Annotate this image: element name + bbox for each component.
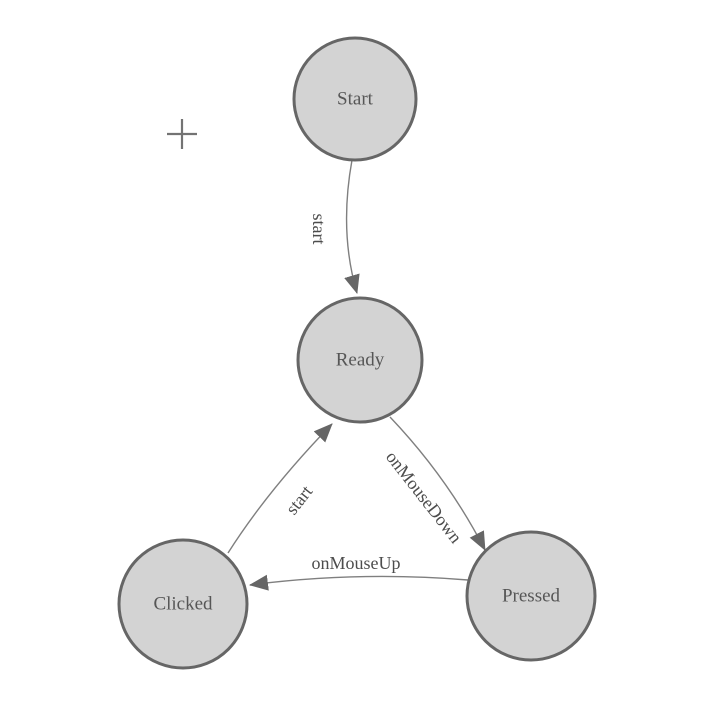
state-label-start: Start xyxy=(337,89,374,110)
transition-start-to-ready[interactable]: start xyxy=(309,159,360,294)
state-circle-pressed[interactable] xyxy=(465,530,597,662)
state-circle-ready[interactable] xyxy=(296,296,424,424)
transition-pressed-to-clicked[interactable]: onMouseUp xyxy=(249,553,469,591)
transition-label-start-2: start xyxy=(282,482,317,519)
transition-path[interactable] xyxy=(389,416,486,551)
crosshair-icon xyxy=(167,119,197,149)
transition-path[interactable] xyxy=(249,574,469,591)
transition-label-start: start xyxy=(309,214,329,245)
state-label-pressed: Pressed xyxy=(502,586,561,607)
transition-clicked-to-ready[interactable]: start xyxy=(227,423,333,554)
state-node-start[interactable]: Start xyxy=(292,36,418,162)
state-circle-start[interactable] xyxy=(292,36,418,162)
state-circle-clicked[interactable] xyxy=(117,538,249,670)
state-node-clicked[interactable]: Clicked xyxy=(117,538,249,670)
state-label-clicked: Clicked xyxy=(153,594,213,615)
state-node-ready[interactable]: Ready xyxy=(296,296,424,424)
transition-ready-to-pressed[interactable]: onMouseDown xyxy=(382,416,486,551)
transition-path[interactable] xyxy=(227,423,333,554)
state-label-ready: Ready xyxy=(336,350,385,371)
transition-path[interactable] xyxy=(344,159,360,294)
transition-label-onmouseup: onMouseUp xyxy=(312,553,401,573)
state-node-pressed[interactable]: Pressed xyxy=(465,530,597,662)
